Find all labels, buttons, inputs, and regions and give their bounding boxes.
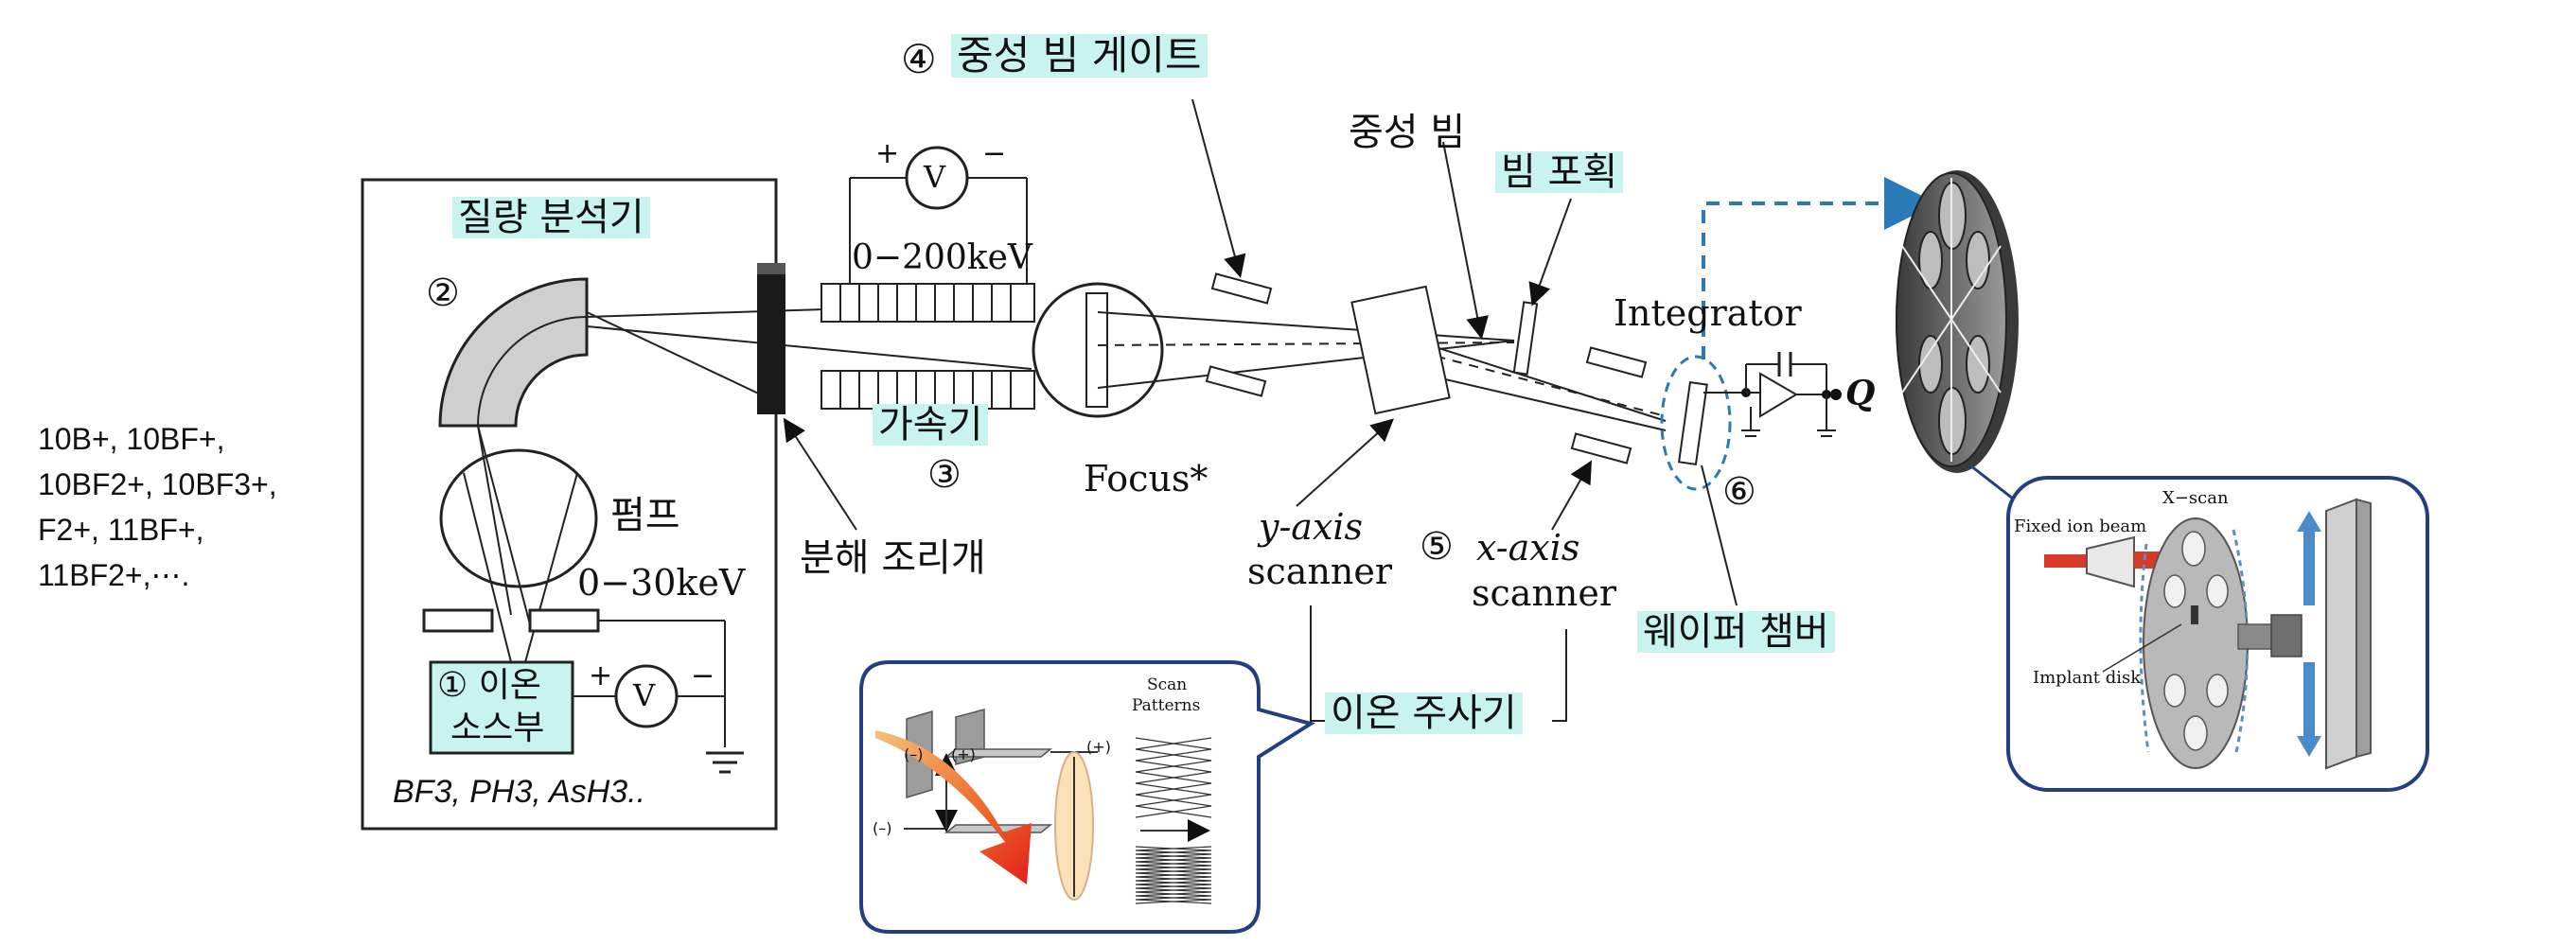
label-accel-minus: −: [982, 137, 1007, 170]
neutral-gate-plate-top: [1210, 272, 1273, 305]
extraction-plate-left: [422, 608, 494, 633]
label-source-minus: −: [691, 659, 715, 692]
label-num6: ⑥: [1722, 470, 1756, 514]
label-x-scanner: scanner: [1472, 572, 1617, 614]
deflected-beam: [875, 730, 1032, 885]
label-x-axis: x-axis: [1476, 527, 1580, 569]
label-accelerator: 가속기: [873, 404, 989, 446]
accelerator-coils: [820, 283, 1035, 410]
label-ion-source-1: ① 이온: [437, 666, 541, 705]
ion-species-line: 11BF2+,⋯.: [38, 558, 190, 592]
label-focus: Focus*: [1084, 458, 1209, 499]
label-neutral-beam: 중성 빔: [1349, 111, 1466, 154]
disk-inset-implant-disk: Implant disk: [2033, 668, 2142, 688]
scan-inset-title-2: Patterns: [1132, 696, 1201, 715]
label-source-v: V: [633, 677, 656, 713]
label-num2: ②: [426, 272, 460, 315]
y-axis-scanner: [1350, 285, 1451, 415]
scan-inset-plus-top: (+): [951, 745, 976, 763]
disk-inset-fixed-beam: Fixed ion beam: [2014, 517, 2147, 536]
analyzer-magnet: [438, 277, 589, 428]
implant-disk: [1896, 170, 2019, 473]
scan-inset-plus-right: (+): [1086, 738, 1111, 756]
ion-species-line: F2+, 11BF+,: [38, 513, 204, 547]
label-y-scanner: scanner: [1247, 551, 1393, 592]
label-num4: ④: [901, 36, 937, 82]
ion-species-line: 10BF2+, 10BF3+,: [38, 467, 277, 501]
label-pump: 펌프: [610, 494, 680, 537]
label-integrator: Integrator: [1614, 292, 1802, 334]
label-num5: ⑤: [1420, 525, 1454, 569]
scan-pattern-bottom: [1135, 846, 1212, 904]
label-source-plus: +: [589, 659, 613, 692]
mass-analyzer-box: [361, 178, 778, 831]
label-ion-scanner: 이온 주사기: [1325, 692, 1523, 734]
scan-pattern-top: [1135, 737, 1212, 818]
neutral-gate-plate-bottom: [1205, 365, 1267, 397]
label-accel-v: V: [924, 159, 946, 195]
label-aperture: 분해 조리개: [800, 536, 986, 580]
extraction-plate-right: [528, 608, 600, 633]
scan-inset-title-1: Scan: [1147, 675, 1188, 694]
x-axis-scanner-plate-bottom: [1570, 432, 1632, 464]
scan-inset-minus-bottom: (–): [873, 819, 892, 837]
scan-inset-minus-left: (–): [904, 745, 924, 763]
label-num3: ③: [927, 453, 962, 497]
label-neutral-gate: 중성 빔 게이트: [951, 34, 1208, 78]
resolving-aperture: [757, 263, 785, 414]
label-voltage-0-30: 0−30keV: [577, 562, 746, 604]
integrator-circuit: [1703, 352, 1842, 437]
label-charge-q: Q: [1845, 374, 1876, 413]
wafer-holder: [1677, 381, 1708, 465]
x-axis-scanner-plate-top: [1585, 346, 1648, 378]
focus-lens: [1032, 282, 1164, 418]
label-mass-analyzer: 질량 분석기: [452, 197, 650, 238]
dashed-arrow-to-disk: [1702, 177, 1937, 359]
label-beam-capture: 빔 포획: [1495, 151, 1624, 193]
label-wafer-chamber: 웨이퍼 챔버: [1637, 611, 1835, 653]
ion-source-box: [429, 660, 574, 755]
beam-capture: [1512, 301, 1539, 376]
source-gases: BF3, PH3, AsH3..: [393, 774, 646, 810]
label-y-axis: y-axis: [1259, 506, 1364, 548]
ion-species-list: 10B+, 10BF+, 10BF2+, 10BF3+, F2+, 11BF+,…: [38, 416, 277, 598]
disk-inset-x-scan: X−scan: [2162, 488, 2229, 508]
pump-circle: [439, 448, 598, 588]
label-voltage-0-200: 0−200keV: [852, 238, 1032, 277]
ion-species-line: 10B+, 10BF+,: [38, 422, 225, 456]
label-ion-source-2: 소스부: [450, 709, 545, 747]
wafer-chamber-ring: [1660, 355, 1732, 491]
label-accel-plus: +: [875, 137, 900, 170]
